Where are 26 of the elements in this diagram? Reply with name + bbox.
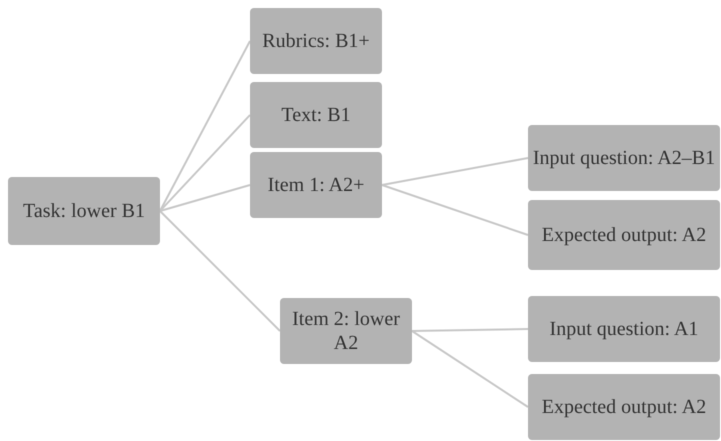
box-label: Item 1: A2+ (268, 173, 364, 197)
box-label: Text: B1 (281, 103, 351, 127)
connector-line (382, 157, 528, 186)
box-label: Input question: A2–B1 (532, 146, 716, 170)
box-label: Input question: A1 (550, 317, 698, 341)
box-label: Item 2: lower A2 (291, 307, 401, 355)
label-box (528, 200, 720, 270)
box-label: Expected output: A2 (542, 395, 706, 419)
connector-line (382, 184, 528, 236)
label-box (250, 82, 382, 148)
connector-line (159, 210, 281, 332)
connector-line (159, 40, 251, 212)
label-box (280, 298, 412, 364)
label-box (8, 177, 160, 245)
label-box (528, 296, 720, 362)
box-label: Expected output: A2 (542, 223, 706, 247)
label-box (528, 374, 720, 440)
connector-line (160, 184, 250, 212)
connector-line (411, 330, 529, 408)
box-label: Task: lower B1 (23, 199, 145, 223)
label-box (528, 125, 720, 191)
box-label: Rubrics: B1+ (262, 29, 370, 53)
connector-line (412, 328, 528, 332)
label-box (250, 8, 382, 74)
connector-line (159, 114, 251, 212)
label-box (250, 152, 382, 218)
